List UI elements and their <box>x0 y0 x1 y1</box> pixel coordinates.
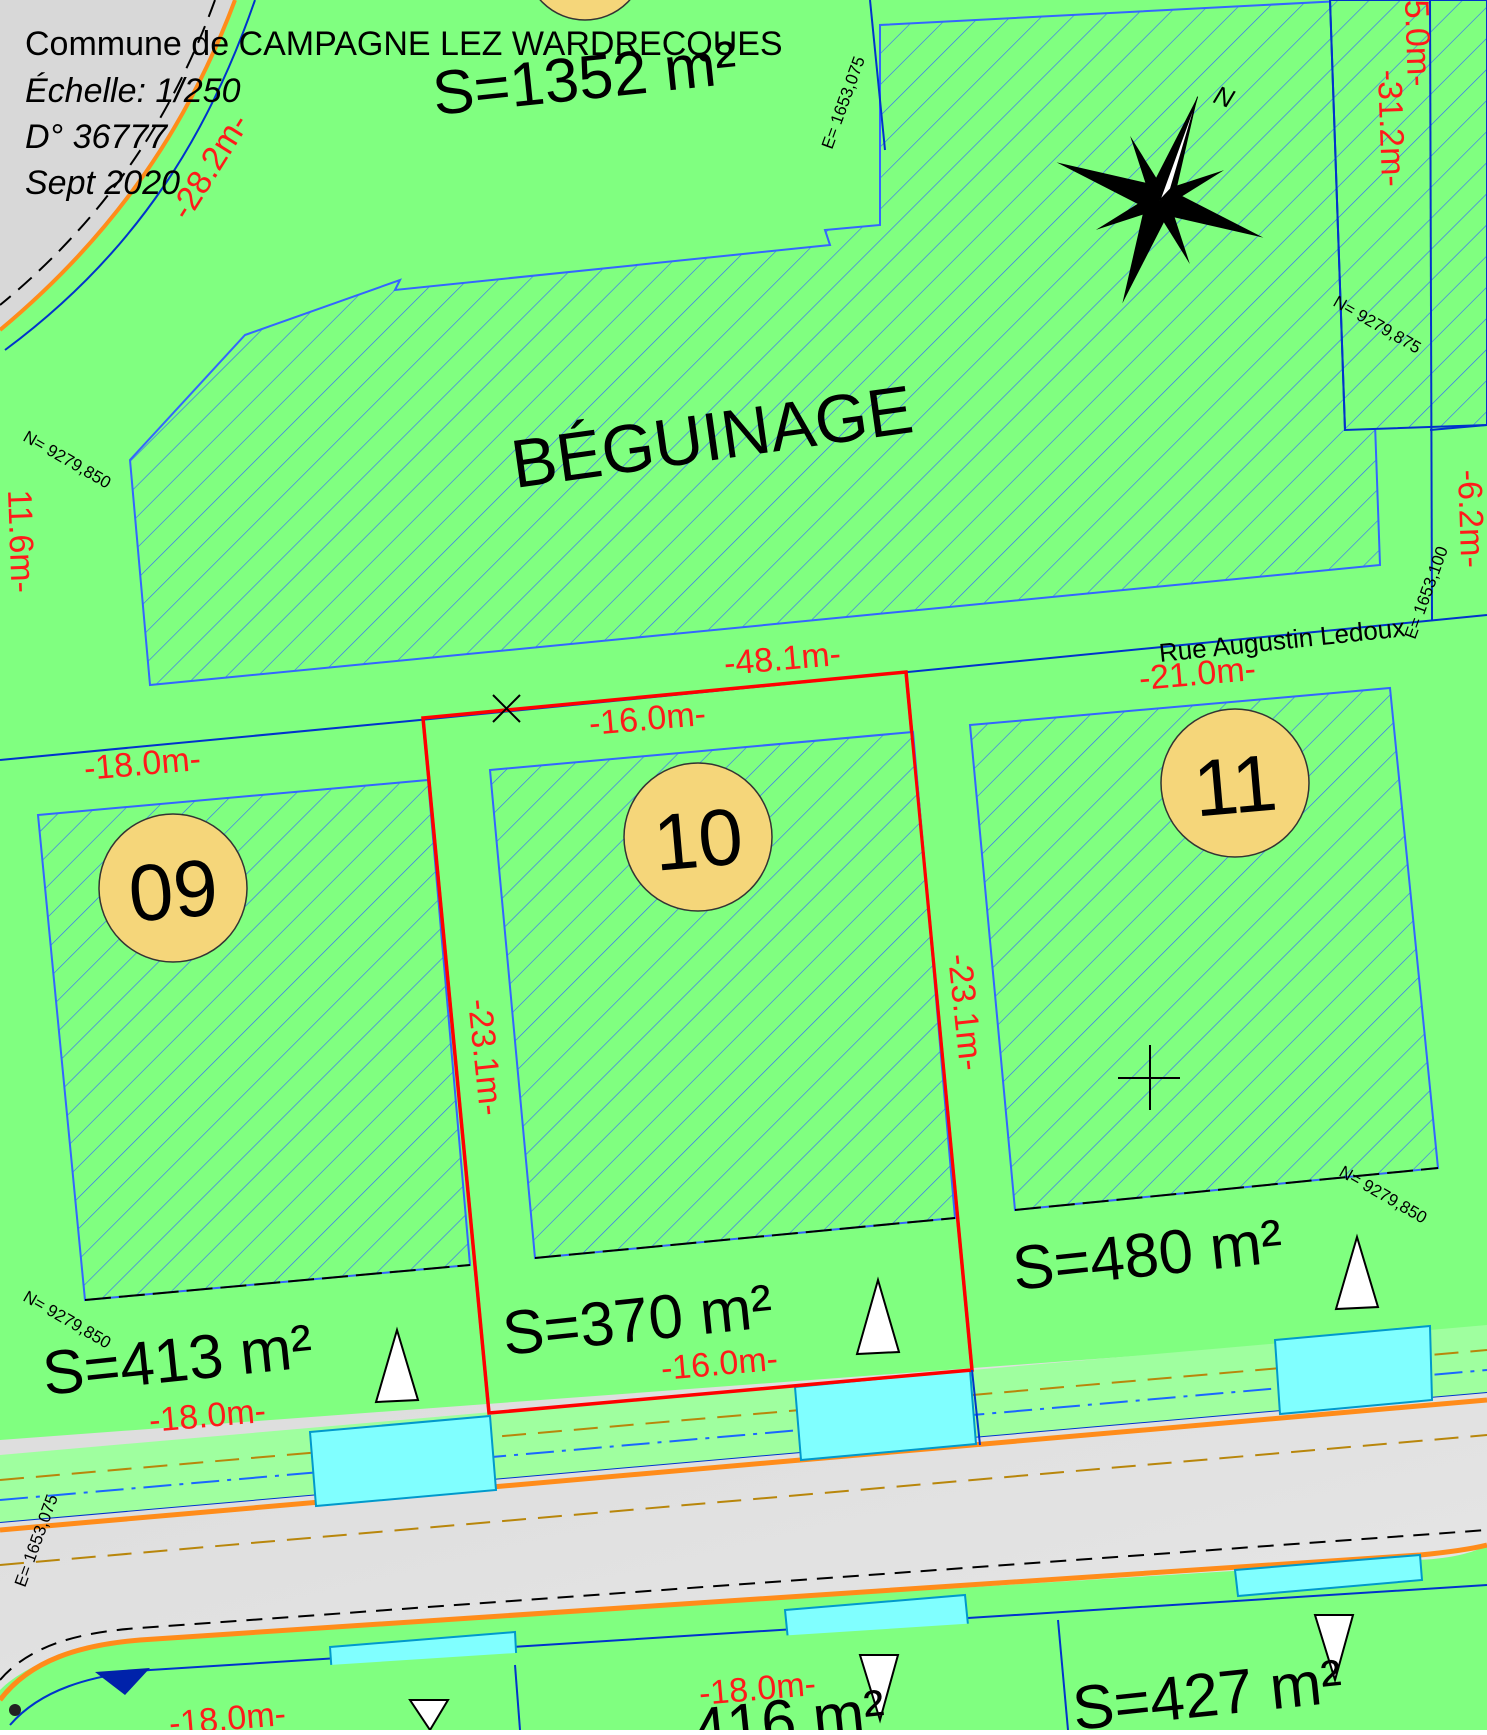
cartouche-echelle: Échelle: 1/250 <box>25 72 241 110</box>
lot-11-divider-right <box>971 1369 981 1446</box>
road-top-left <box>0 0 235 330</box>
road-edge-top-left <box>0 0 237 332</box>
road-axis-dashed <box>0 1434 1487 1566</box>
lot-11-number: 11 <box>1190 738 1280 834</box>
beguinage-hatched-zone <box>128 0 1382 687</box>
dim-right-top-partial: 5.0m- <box>1397 0 1438 87</box>
cartouche-commune: Commune de CAMPAGNE LEZ WARDRECQUES <box>25 25 783 63</box>
road-edge-top-left-inner <box>4 0 256 351</box>
lot-divider-10-11 <box>904 671 974 1371</box>
lot-09-badge <box>98 813 248 963</box>
access-marker-lot-09 <box>374 1326 420 1404</box>
compass-rose-icon <box>1056 96 1264 304</box>
lot-10-number: 10 <box>650 791 746 887</box>
cartouche-date: Sept 2020 <box>25 164 180 202</box>
road-edge-upper <box>0 1397 1487 1533</box>
driveway-lot-09 <box>308 1414 498 1508</box>
survey-point <box>9 1704 21 1716</box>
bottom-lot-divider-1 <box>514 1664 521 1731</box>
survey-cross-lot11 <box>1118 1045 1180 1110</box>
lot-09-building <box>36 778 472 1302</box>
access-marker-lot-10 <box>855 1276 901 1356</box>
road-edge-lower <box>0 1542 1487 1702</box>
survey-cross-top <box>492 694 521 723</box>
lot-09-number: 09 <box>125 842 221 938</box>
boundary-top-divider <box>869 0 886 151</box>
road-dash-lower <box>0 1529 1487 1681</box>
blue-marker-icon <box>95 1668 150 1695</box>
access-marker-bottom-3 <box>1313 1614 1355 1684</box>
dim-right-top: -31.2m- <box>1370 69 1412 187</box>
lot-10-front-dash <box>534 1217 956 1259</box>
access-marker-lot-11 <box>1334 1233 1380 1311</box>
bottom-lots <box>20 1590 1487 1730</box>
boundary-right-vertical <box>1429 0 1433 621</box>
lot-11-front-dash <box>1014 1167 1439 1211</box>
parcel-top-badge <box>539 0 631 21</box>
dim-right-mid: -6.2m- <box>1450 469 1487 569</box>
boundary-right-top <box>1329 0 1346 431</box>
access-marker-bottom-1 <box>408 1699 450 1732</box>
lot-09-front-dash <box>84 1264 471 1301</box>
lot-10-badge <box>623 762 773 912</box>
bottom-lot-divider-2 <box>1057 1619 1069 1731</box>
access-marker-bottom-2 <box>858 1654 900 1724</box>
dim-left-edge: 11.6m- <box>0 489 42 594</box>
sidewalk-axis <box>0 1349 1487 1481</box>
sidewalk-strip-line <box>0 1369 1487 1501</box>
boundary-right-h <box>1429 424 1487 431</box>
lot-11-badge <box>1160 708 1310 858</box>
driveway-bottom-3 <box>1233 1553 1424 1598</box>
road-dash-top-left <box>0 0 216 306</box>
driveway-lot-11 <box>1273 1324 1434 1416</box>
boundary-left-blue <box>0 719 421 761</box>
lot-divider-09-10 <box>421 717 491 1414</box>
cartouche-dossier: D° 36777 <box>25 118 168 156</box>
